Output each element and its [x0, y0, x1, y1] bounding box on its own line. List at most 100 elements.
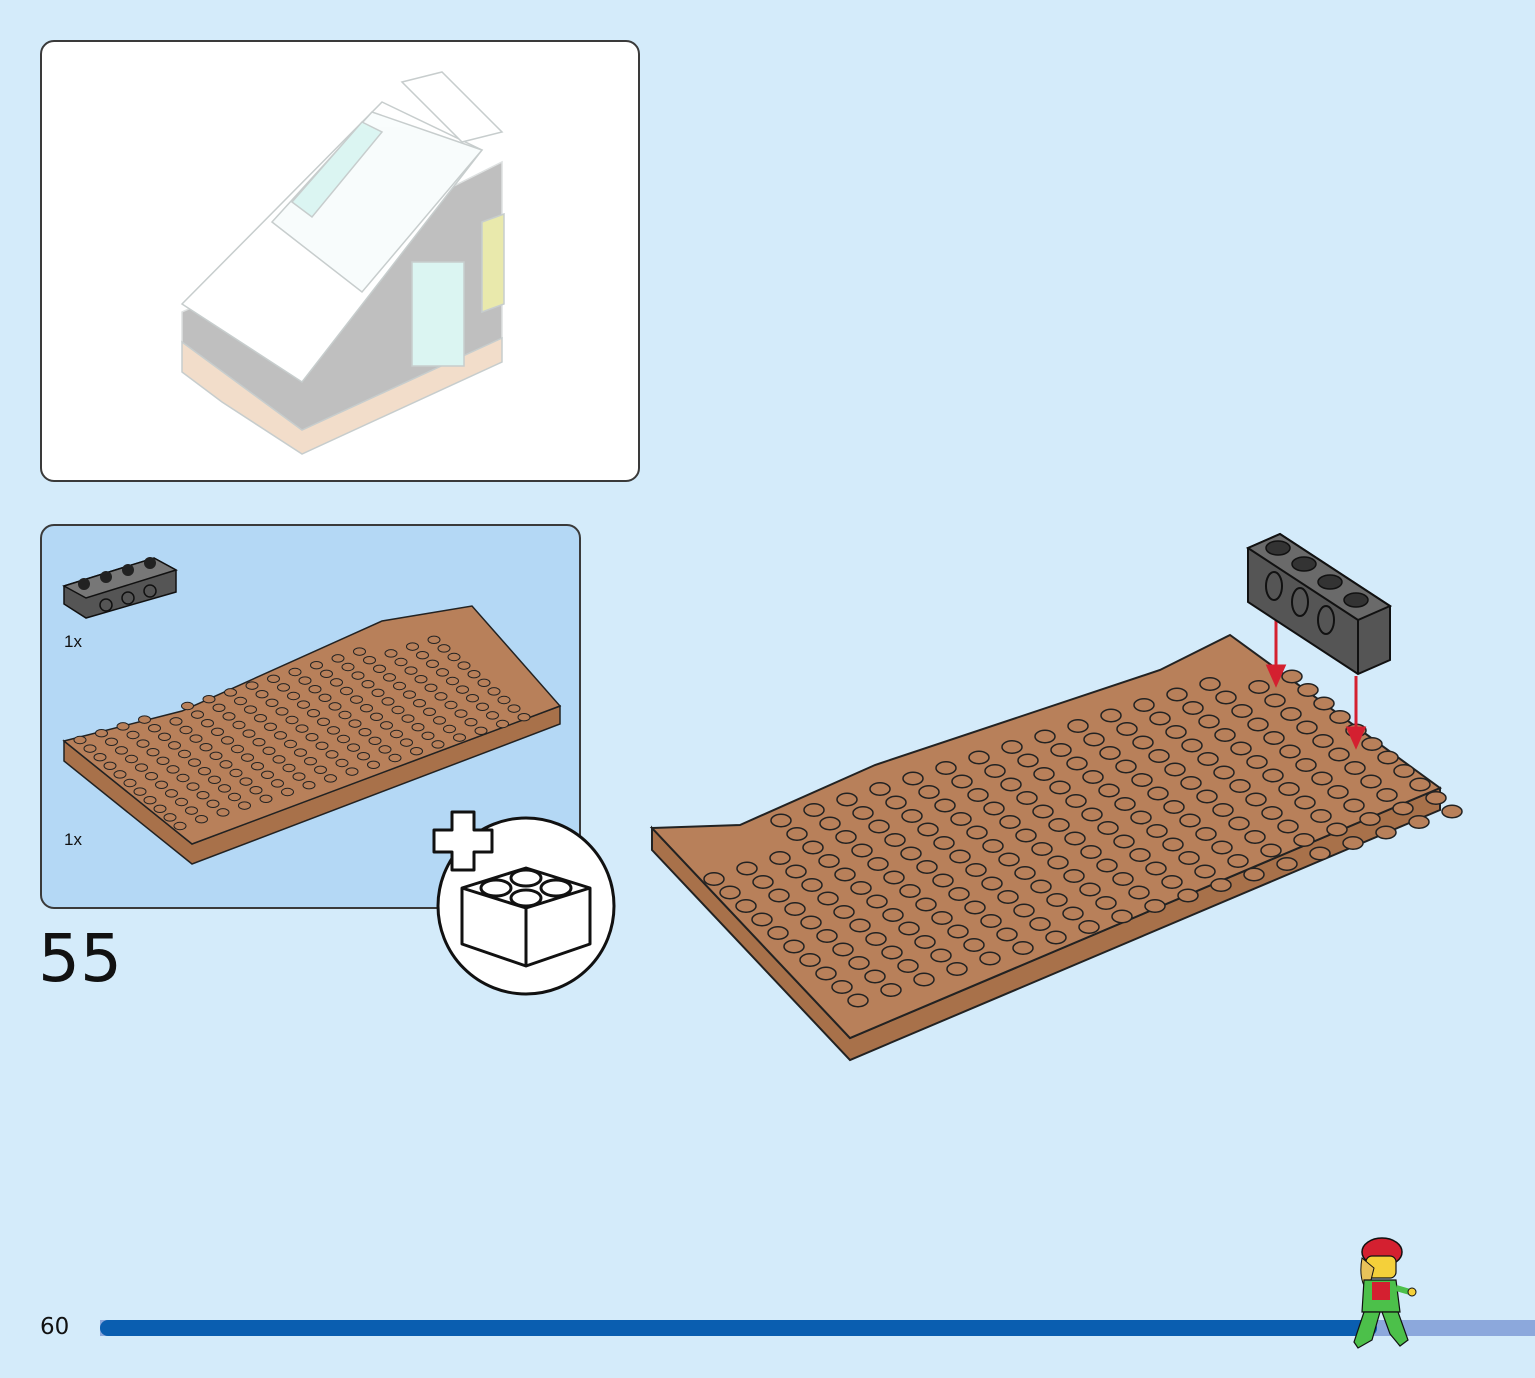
- stud: [998, 852, 1020, 867]
- stud: [347, 743, 360, 752]
- stud: [1050, 743, 1072, 757]
- stud: [1227, 854, 1249, 868]
- stud: [999, 815, 1021, 829]
- stud: [1278, 782, 1300, 796]
- stud: [1313, 696, 1335, 711]
- stud: [1326, 822, 1348, 837]
- stud: [437, 644, 451, 653]
- stud: [466, 693, 479, 703]
- stud: [831, 980, 853, 994]
- stud: [1012, 941, 1034, 955]
- stud: [1329, 710, 1351, 724]
- stud: [218, 784, 231, 793]
- stud: [191, 710, 204, 719]
- stud: [913, 972, 935, 987]
- stud: [983, 801, 1005, 816]
- stud: [426, 659, 439, 669]
- stud: [801, 878, 823, 892]
- stud: [216, 808, 230, 817]
- progress-bar: [100, 1320, 1535, 1336]
- stud: [83, 744, 97, 753]
- stud: [1214, 728, 1236, 742]
- stud: [850, 881, 872, 895]
- stud: [1376, 788, 1398, 802]
- stud: [133, 787, 147, 796]
- stud: [965, 863, 987, 877]
- stud: [453, 733, 466, 742]
- stud: [946, 962, 968, 976]
- stud: [179, 725, 193, 735]
- stud: [487, 687, 501, 696]
- stud: [1098, 783, 1120, 798]
- stud: [836, 792, 858, 807]
- stud: [135, 763, 148, 772]
- stud: [735, 899, 757, 913]
- stud: [736, 861, 758, 876]
- stud: [403, 690, 416, 699]
- stud: [153, 804, 167, 814]
- stud: [767, 926, 789, 940]
- stud: [143, 795, 157, 805]
- stud: [155, 780, 168, 790]
- stud: [388, 753, 402, 763]
- stud: [353, 647, 366, 656]
- stud: [1360, 774, 1382, 789]
- stud: [1166, 687, 1188, 702]
- stud: [982, 839, 1004, 853]
- stud: [1182, 701, 1204, 715]
- stud: [244, 705, 257, 714]
- stud: [1312, 734, 1334, 748]
- stud: [331, 654, 345, 663]
- stud: [340, 686, 353, 696]
- stud: [1080, 845, 1102, 859]
- stud: [173, 821, 187, 831]
- stud: [363, 655, 376, 665]
- stud: [1180, 776, 1202, 790]
- stud: [968, 750, 990, 765]
- stud: [1066, 756, 1088, 771]
- stud: [1146, 824, 1168, 838]
- stud: [275, 707, 289, 716]
- stud: [181, 701, 194, 711]
- step-number: 55: [38, 920, 122, 997]
- stud: [1001, 740, 1023, 754]
- stud: [1064, 831, 1086, 846]
- stud: [421, 731, 435, 741]
- stud: [703, 872, 725, 886]
- stud: [1017, 753, 1039, 768]
- stud: [1032, 804, 1054, 819]
- stud: [211, 727, 224, 737]
- stud: [381, 697, 395, 706]
- stud: [335, 758, 349, 768]
- stud: [1112, 872, 1134, 886]
- stud: [292, 772, 306, 781]
- stud: [165, 789, 178, 798]
- stud: [328, 702, 342, 711]
- stud: [930, 948, 952, 963]
- stud: [265, 698, 279, 708]
- stud: [320, 669, 333, 679]
- stud: [380, 721, 393, 730]
- stud: [964, 900, 986, 915]
- stud: [188, 758, 201, 767]
- stud: [126, 730, 140, 740]
- stud: [1277, 819, 1299, 834]
- stud: [852, 806, 874, 820]
- stud: [933, 836, 955, 850]
- stud: [1261, 806, 1283, 820]
- stud: [916, 860, 938, 874]
- stud: [1149, 711, 1171, 726]
- stud: [341, 662, 355, 672]
- stud: [1096, 858, 1118, 873]
- add-brick-icon: [432, 810, 616, 996]
- stud: [934, 798, 956, 813]
- stud: [1231, 704, 1253, 718]
- stud: [948, 887, 970, 901]
- stud: [897, 959, 919, 973]
- stud: [196, 790, 210, 800]
- stud: [1177, 888, 1199, 903]
- stud: [1244, 830, 1266, 844]
- stud: [981, 876, 1003, 891]
- stud: [1409, 777, 1431, 792]
- stud: [294, 748, 307, 757]
